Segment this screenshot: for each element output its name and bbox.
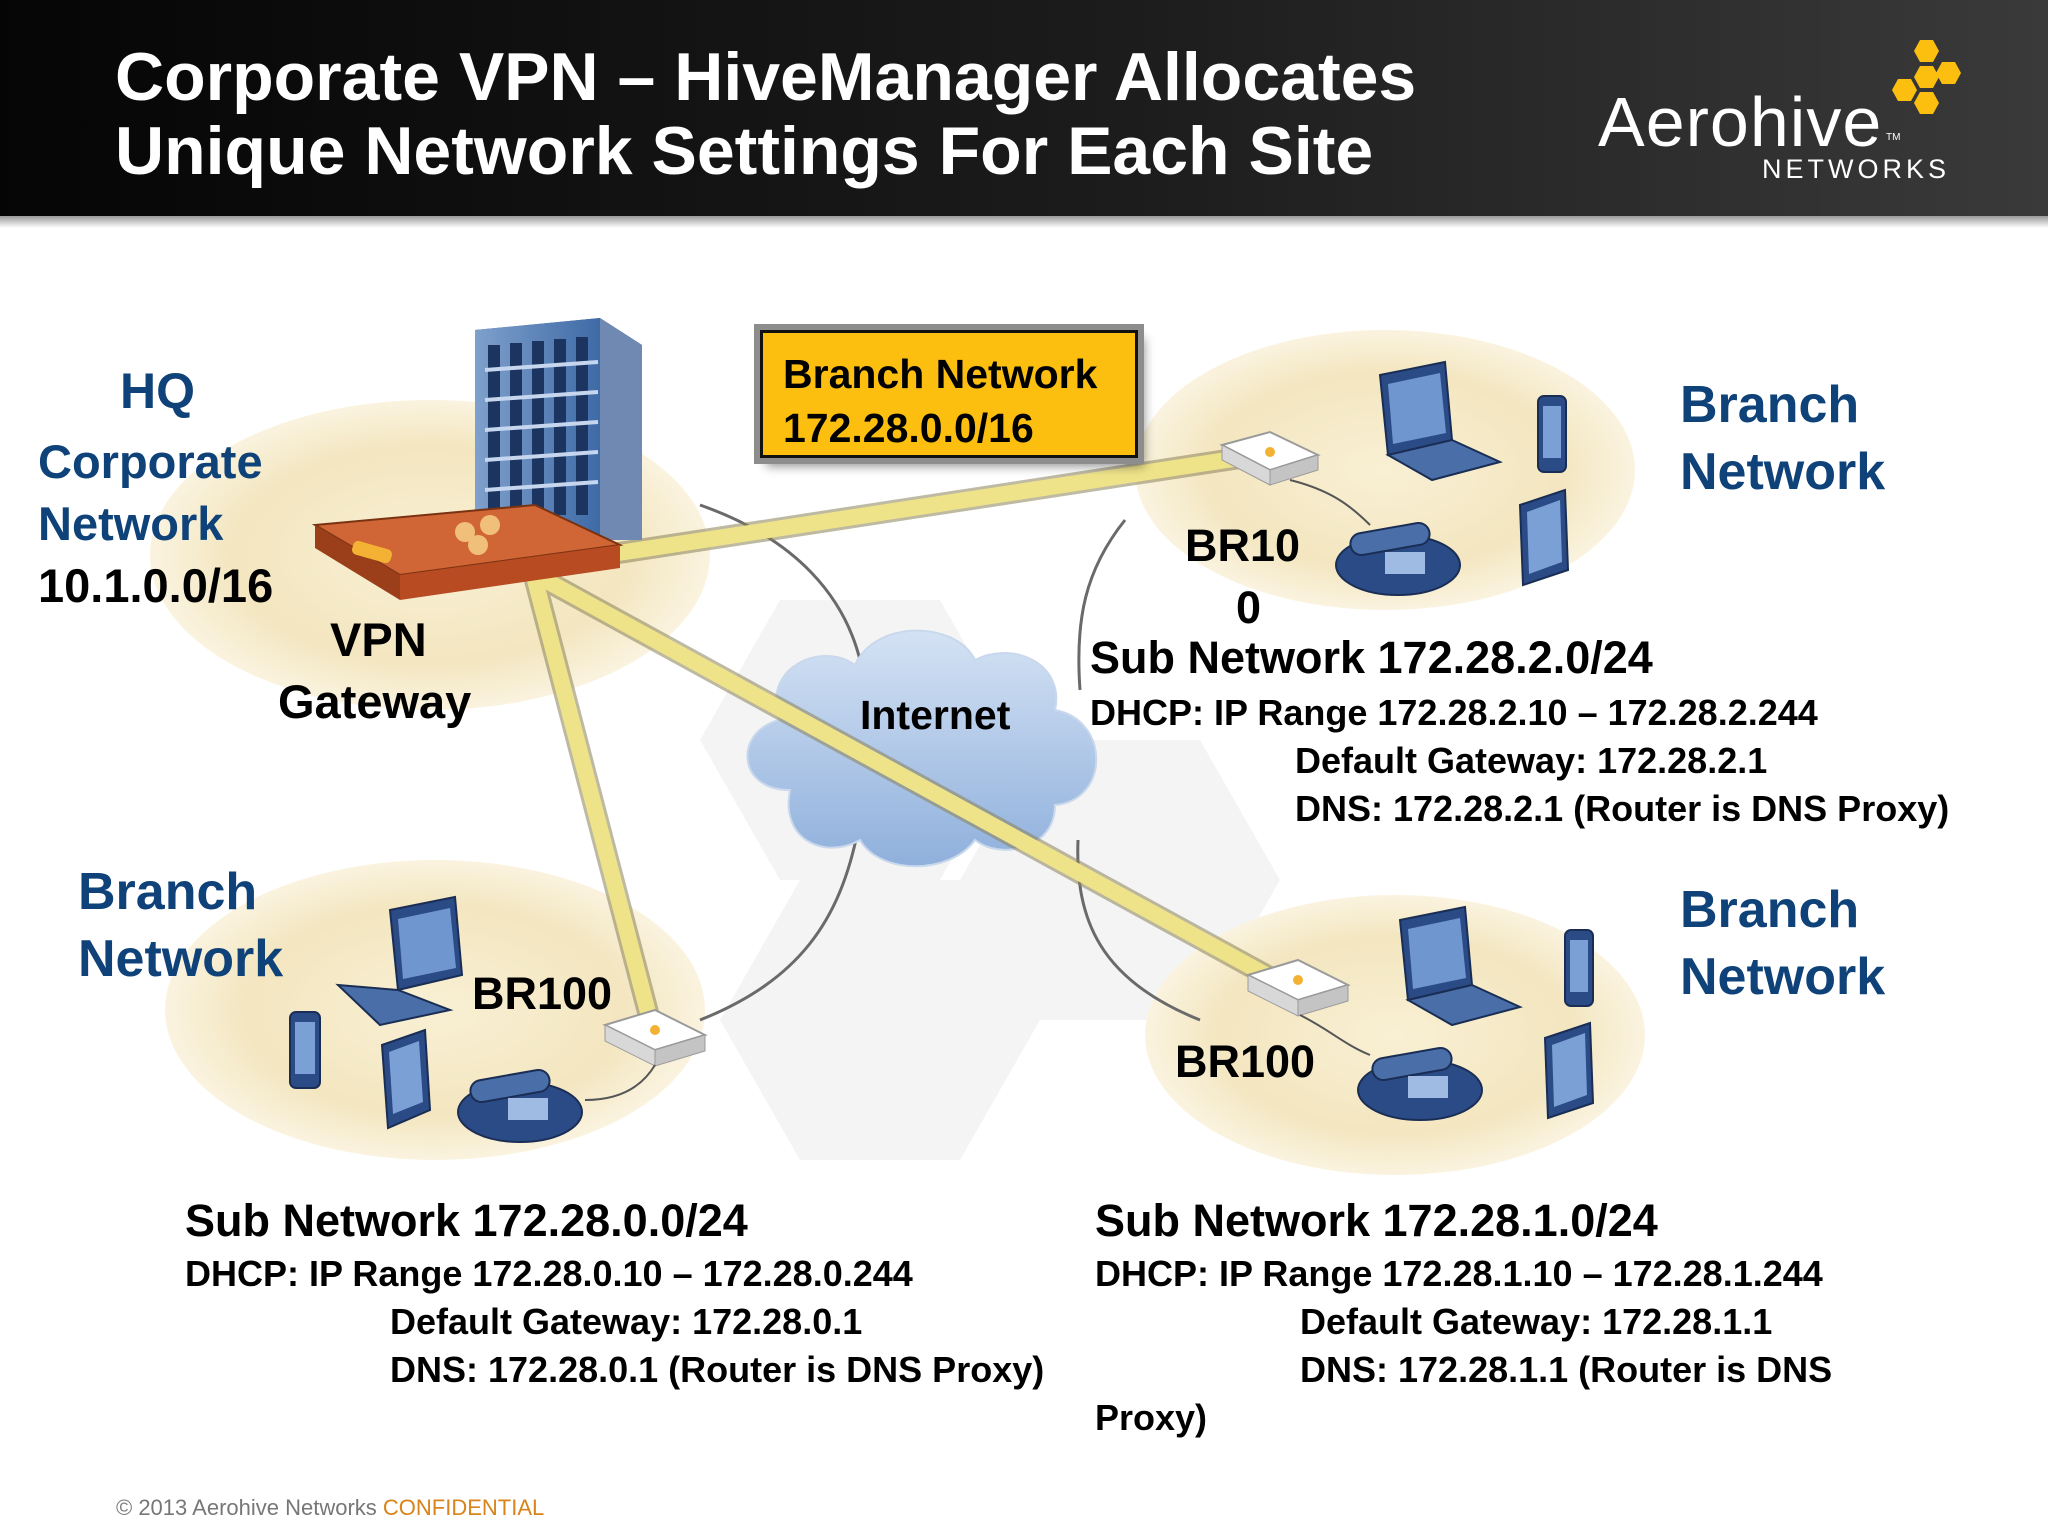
phone-icon-bottom-right xyxy=(1564,929,1594,1007)
branch-top-right-dns: DNS: 172.28.2.1 (Router is DNS Proxy) xyxy=(1295,788,1950,829)
title-bar-shadow xyxy=(0,216,2048,228)
vpn-gateway-label-line2: Gateway xyxy=(278,675,472,728)
hq-label: HQ xyxy=(120,363,195,419)
branch-top-right-gateway: Default Gateway: 172.28.2.1 xyxy=(1295,740,1768,781)
slide-title: Corporate VPN – HiveManager Allocates Un… xyxy=(115,40,1416,188)
desk-phone-icon-top xyxy=(1335,521,1461,596)
title-bar xyxy=(0,0,2048,216)
tablet-icon-top xyxy=(1518,488,1570,587)
branch-top-right-router-line2: 0 xyxy=(1236,582,1262,633)
vpn-gateway-label-line1: VPN xyxy=(330,613,427,666)
branch-bottom-left-dns: DNS: 172.28.0.1 (Router is DNS Proxy) xyxy=(390,1349,1045,1390)
corporate-label: Corporate xyxy=(38,435,263,488)
branch-bottom-right-dns-line1: DNS: 172.28.1.1 (Router is DNS xyxy=(1300,1349,1833,1390)
footer: © 2013 Aerohive Networks CONFIDENTIAL xyxy=(116,1495,544,1521)
branch-bottom-right-subnet: Sub Network 172.28.1.0/24 xyxy=(1095,1195,1658,1246)
phone-icon-bottom-left xyxy=(289,1011,321,1089)
footer-copyright: © 2013 Aerohive Networks xyxy=(116,1495,377,1520)
footer-confidential: CONFIDENTIAL xyxy=(382,1495,545,1520)
branch-top-right-dhcp: DHCP: IP Range 172.28.2.10 – 172.28.2.24… xyxy=(1090,692,1818,733)
branch-callout-subnet: 172.28.0.0/16 xyxy=(783,405,1034,451)
branch-top-right-router-line1: BR10 xyxy=(1185,520,1301,571)
branch-bottom-left-gateway: Default Gateway: 172.28.0.1 xyxy=(390,1301,863,1342)
laptop-icon-bottom-left xyxy=(335,895,464,1027)
branch-top-right-label-line2: Network xyxy=(1680,443,1886,501)
branch-bottom-left-label-line1: Branch xyxy=(78,863,258,921)
branch-bottom-left-router: BR100 xyxy=(472,968,613,1019)
laptop-icon-top xyxy=(1378,360,1503,482)
branch-bottom-right-label-line2: Network xyxy=(1680,948,1886,1006)
cloud-icon xyxy=(746,629,1098,868)
branch-bottom-right-dhcp: DHCP: IP Range 172.28.1.10 – 172.28.1.24… xyxy=(1095,1253,1823,1294)
slide-title-line2: Unique Network Settings For Each Site xyxy=(115,113,1374,189)
desk-phone-icon-bottom-left xyxy=(457,1068,583,1143)
router-icon-bottom-right xyxy=(1245,958,1351,1017)
hq-subnet: 10.1.0.0/16 xyxy=(38,559,274,612)
logo-trademark: TM xyxy=(1886,132,1901,143)
tablet-icon-bottom-left xyxy=(380,1028,432,1130)
branch-bottom-left-label-line2: Network xyxy=(78,930,284,988)
laptop-icon-bottom-right xyxy=(1398,905,1523,1027)
branch-bottom-left-dhcp: DHCP: IP Range 172.28.0.10 – 172.28.0.24… xyxy=(185,1253,913,1294)
logo-wordmark: Aerohive xyxy=(1598,83,1883,161)
branch-top-right-label-line1: Branch xyxy=(1680,376,1860,434)
branch-top-right-subnet: Sub Network 172.28.2.0/24 xyxy=(1090,632,1653,683)
branch-bottom-left-subnet: Sub Network 172.28.0.0/24 xyxy=(185,1195,748,1246)
tablet-icon-bottom-right xyxy=(1543,1021,1595,1120)
branch-bottom-right-label-line1: Branch xyxy=(1680,881,1860,939)
branch-bottom-right-dns-line2: Proxy) xyxy=(1095,1397,1208,1438)
device-cables xyxy=(584,479,1371,1101)
router-icon-top xyxy=(1219,430,1321,486)
phone-icon-top xyxy=(1537,395,1567,473)
router-icon-bottom-left xyxy=(602,1008,708,1067)
internet-label: Internet xyxy=(860,692,1011,738)
hq-building-icon xyxy=(475,318,642,540)
honeycomb-logo-icon xyxy=(1892,40,1961,114)
vpn-tunnels-fill xyxy=(527,450,1283,1028)
branch-top-right-ellipse xyxy=(1135,330,1635,610)
branch-bottom-right-gateway: Default Gateway: 172.28.1.1 xyxy=(1300,1301,1773,1342)
branch-callout-title: Branch Network xyxy=(783,351,1098,397)
vpn-gateway-icon xyxy=(311,503,624,600)
branch-network-callout: Branch Network 172.28.0.0/16 xyxy=(760,330,1138,458)
branch-bottom-right-router: BR100 xyxy=(1175,1036,1316,1087)
corporate-network-label: Network xyxy=(38,497,224,550)
logo-subtitle: NETWORKS xyxy=(1762,154,1951,184)
desk-phone-icon-bottom-right xyxy=(1357,1046,1483,1121)
slide-title-line1: Corporate VPN – HiveManager Allocates xyxy=(115,39,1417,115)
